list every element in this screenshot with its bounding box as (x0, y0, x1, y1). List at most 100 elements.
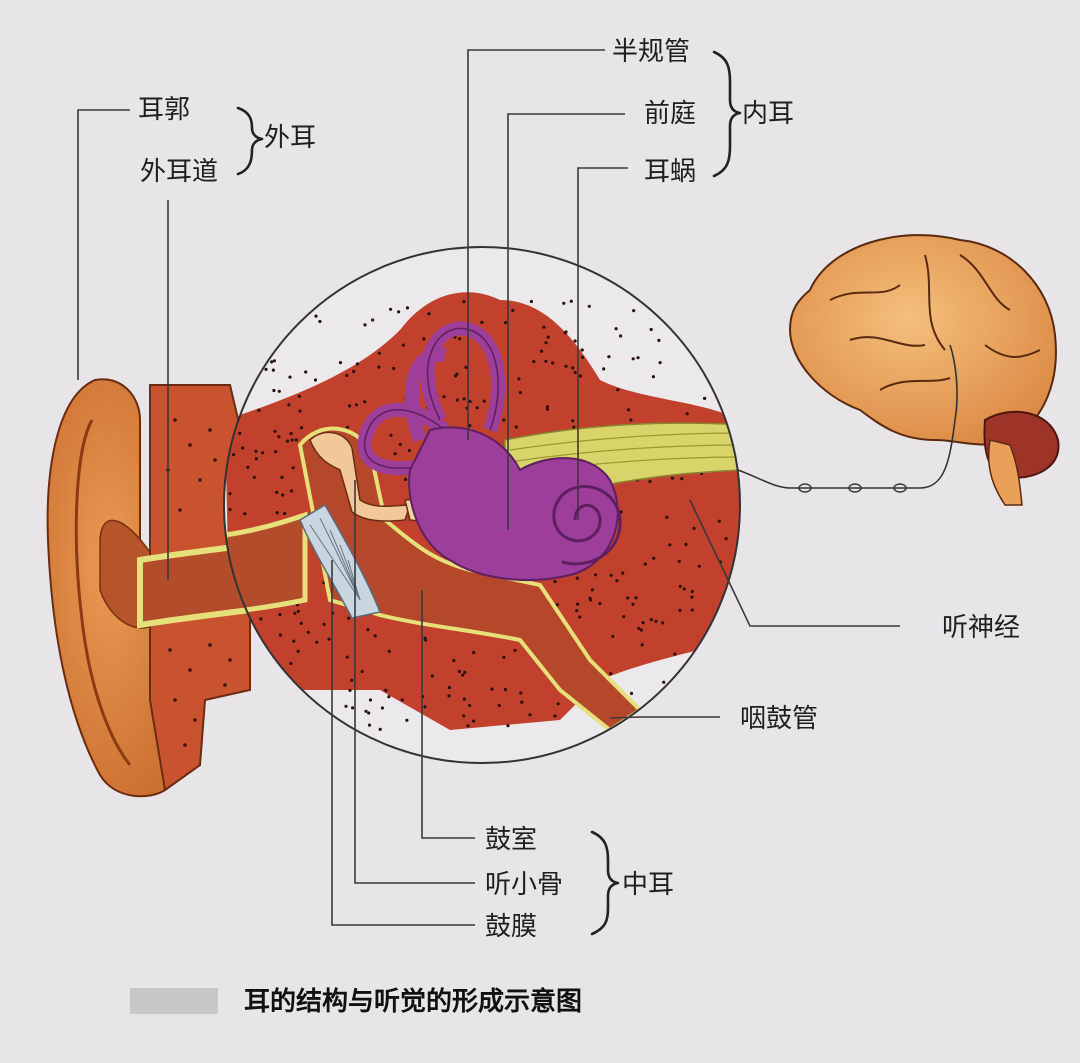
bone-dot (296, 649, 300, 653)
bone-dot (315, 722, 319, 726)
bone-dot (241, 389, 246, 393)
bone-dot (662, 680, 666, 684)
bone-dot (462, 397, 466, 401)
label-semicircular-canals: 半规管 (612, 37, 690, 67)
bone-dot (363, 323, 367, 327)
bone-dot (280, 694, 284, 698)
bone-dot (555, 603, 559, 607)
bone-dot (657, 708, 661, 712)
bone-dot (468, 703, 472, 708)
bone-dot (466, 724, 470, 728)
bone-dot (237, 377, 241, 381)
bone-dot (288, 375, 292, 379)
bone-dot (275, 511, 279, 515)
label-tympanic-cavity: 鼓室 (485, 825, 537, 855)
label-cochlea: 耳蜗 (644, 157, 696, 187)
bone-dot (267, 677, 271, 681)
bone-dot (348, 688, 352, 693)
bone-dot (553, 580, 557, 584)
bone-dot (506, 724, 510, 728)
bone-dot (287, 403, 291, 407)
bone-dot (315, 640, 319, 644)
bone-dot (504, 321, 508, 325)
bone-dot (598, 601, 602, 606)
bone-dot (272, 388, 276, 393)
bone-dot (651, 721, 655, 725)
bone-dot (299, 621, 303, 625)
bone-dot (447, 685, 451, 690)
bone-dot (497, 703, 501, 708)
bone-dot (291, 466, 295, 470)
bone-dot (277, 435, 281, 439)
bone-dot (677, 559, 681, 563)
bone-dot (238, 431, 242, 435)
bone-dot (472, 650, 476, 655)
bone-dot (423, 705, 427, 709)
bone-dot (544, 359, 548, 363)
bone-dot (724, 537, 728, 541)
bone-dot (692, 526, 696, 531)
bone-dot (545, 407, 550, 411)
bone-dot (393, 452, 397, 456)
bone-dot (289, 432, 293, 436)
brain-sulci (829, 254, 1041, 391)
bone-dot (373, 634, 377, 638)
bone-dot (662, 310, 666, 315)
bone-dot (576, 602, 580, 606)
bone-dot (275, 490, 279, 494)
bone-dot (277, 389, 281, 393)
bone-dot (252, 475, 256, 479)
bone-dot (269, 696, 273, 700)
bone-dot (298, 409, 302, 413)
bone-dot (389, 433, 393, 437)
bone-dot (724, 334, 728, 338)
bone-dot (727, 300, 731, 304)
bone-dot (639, 628, 644, 632)
bone-dot (462, 697, 466, 701)
bone-dot (668, 543, 672, 547)
bone-dot (254, 457, 258, 461)
bone-dot (578, 374, 583, 378)
bone-dot (289, 685, 293, 689)
bone-dot (715, 676, 719, 680)
bone-dot (712, 299, 717, 303)
canal-outline (363, 327, 499, 469)
bone-dot (348, 404, 352, 408)
bone-dot (480, 320, 484, 324)
bone-dot (718, 674, 722, 678)
bone-dot (296, 303, 300, 308)
bone-dot (722, 682, 726, 686)
bone-dot (270, 327, 274, 331)
bone-dot (232, 453, 236, 457)
bone-dot (243, 512, 247, 516)
bone-dot (514, 425, 518, 429)
bone-dot (637, 626, 641, 630)
bone-dot (293, 611, 297, 615)
bone-dot (272, 359, 276, 363)
bone-dot (280, 674, 284, 678)
bone-dot (575, 609, 579, 613)
bone-dot (455, 398, 459, 402)
bone-dot (475, 406, 479, 410)
label-outer-ear: 外耳 (264, 123, 316, 153)
bone-dot (422, 337, 426, 341)
bone-dot (629, 418, 633, 422)
bone-dot (546, 335, 550, 339)
bone-dot (442, 395, 446, 399)
eardrum-rays (309, 517, 361, 601)
bone-dot (695, 348, 699, 352)
bone-dot (447, 694, 451, 698)
label-eustachian-tube: 咽鼓管 (740, 704, 818, 734)
bone-dot (378, 727, 382, 732)
bone-dot (657, 338, 661, 342)
bone-dot (665, 515, 669, 519)
bone-dot (587, 304, 591, 308)
bone-dot (290, 489, 294, 493)
bone-dot (544, 341, 548, 345)
bone-dot (518, 391, 523, 395)
bone-dot (299, 426, 304, 430)
bone-dot (464, 365, 468, 369)
bone-dot (502, 418, 506, 422)
bone-dot (371, 318, 375, 322)
